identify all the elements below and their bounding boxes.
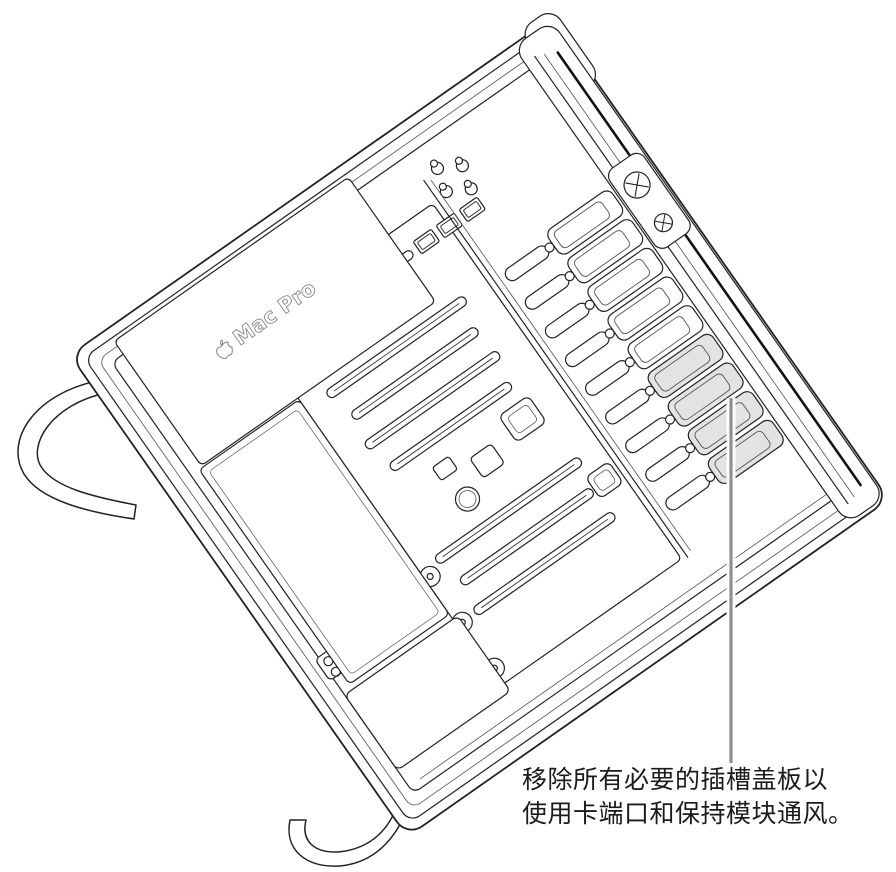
board-cutout-d [587, 463, 622, 498]
side-wall [518, 25, 880, 519]
side-wall-rail-line-2 [544, 54, 855, 498]
pcie-slot-7 [473, 512, 616, 616]
bracket-rail-line-2 [430, 179, 691, 551]
psu-front-panel [200, 401, 448, 683]
floor-bottom-ledge [419, 493, 828, 780]
callout-text-line-2: 使用卡端口和保持模块通风。 [522, 799, 854, 828]
chassis: Mac Pro [76, 13, 883, 831]
bracket-rail-line-1 [423, 179, 689, 558]
pcie-slot-4 [389, 381, 513, 472]
pcie-slot-2 [351, 327, 479, 420]
cmos-battery [454, 486, 481, 512]
callout-text-line-1: 移除所有必要的插槽盖板以 [522, 765, 829, 794]
board-cutout-a [500, 397, 545, 441]
psu-lower-panel [346, 617, 509, 769]
bottom-foot [288, 789, 413, 867]
board-component-b [470, 444, 504, 478]
pcie-slot-1 [326, 296, 467, 399]
callout-text: 移除所有必要的插槽盖板以 使用卡端口和保持模块通风。 [522, 763, 854, 831]
board-component-c [432, 456, 458, 481]
apple-logo-icon [216, 339, 233, 359]
psu-front-panel-inner [210, 410, 439, 674]
psu-top-panel [115, 178, 435, 465]
pcie-slot-5 [434, 457, 583, 564]
pcie-slot-3 [364, 351, 501, 450]
side-wall-rail-line [534, 55, 849, 505]
pcie-slot-6 [459, 488, 594, 586]
left-foot [17, 379, 137, 520]
side-wall-dark-line [556, 51, 862, 487]
retainer-screw-large [623, 171, 651, 199]
retainer-screw-small [653, 213, 674, 233]
